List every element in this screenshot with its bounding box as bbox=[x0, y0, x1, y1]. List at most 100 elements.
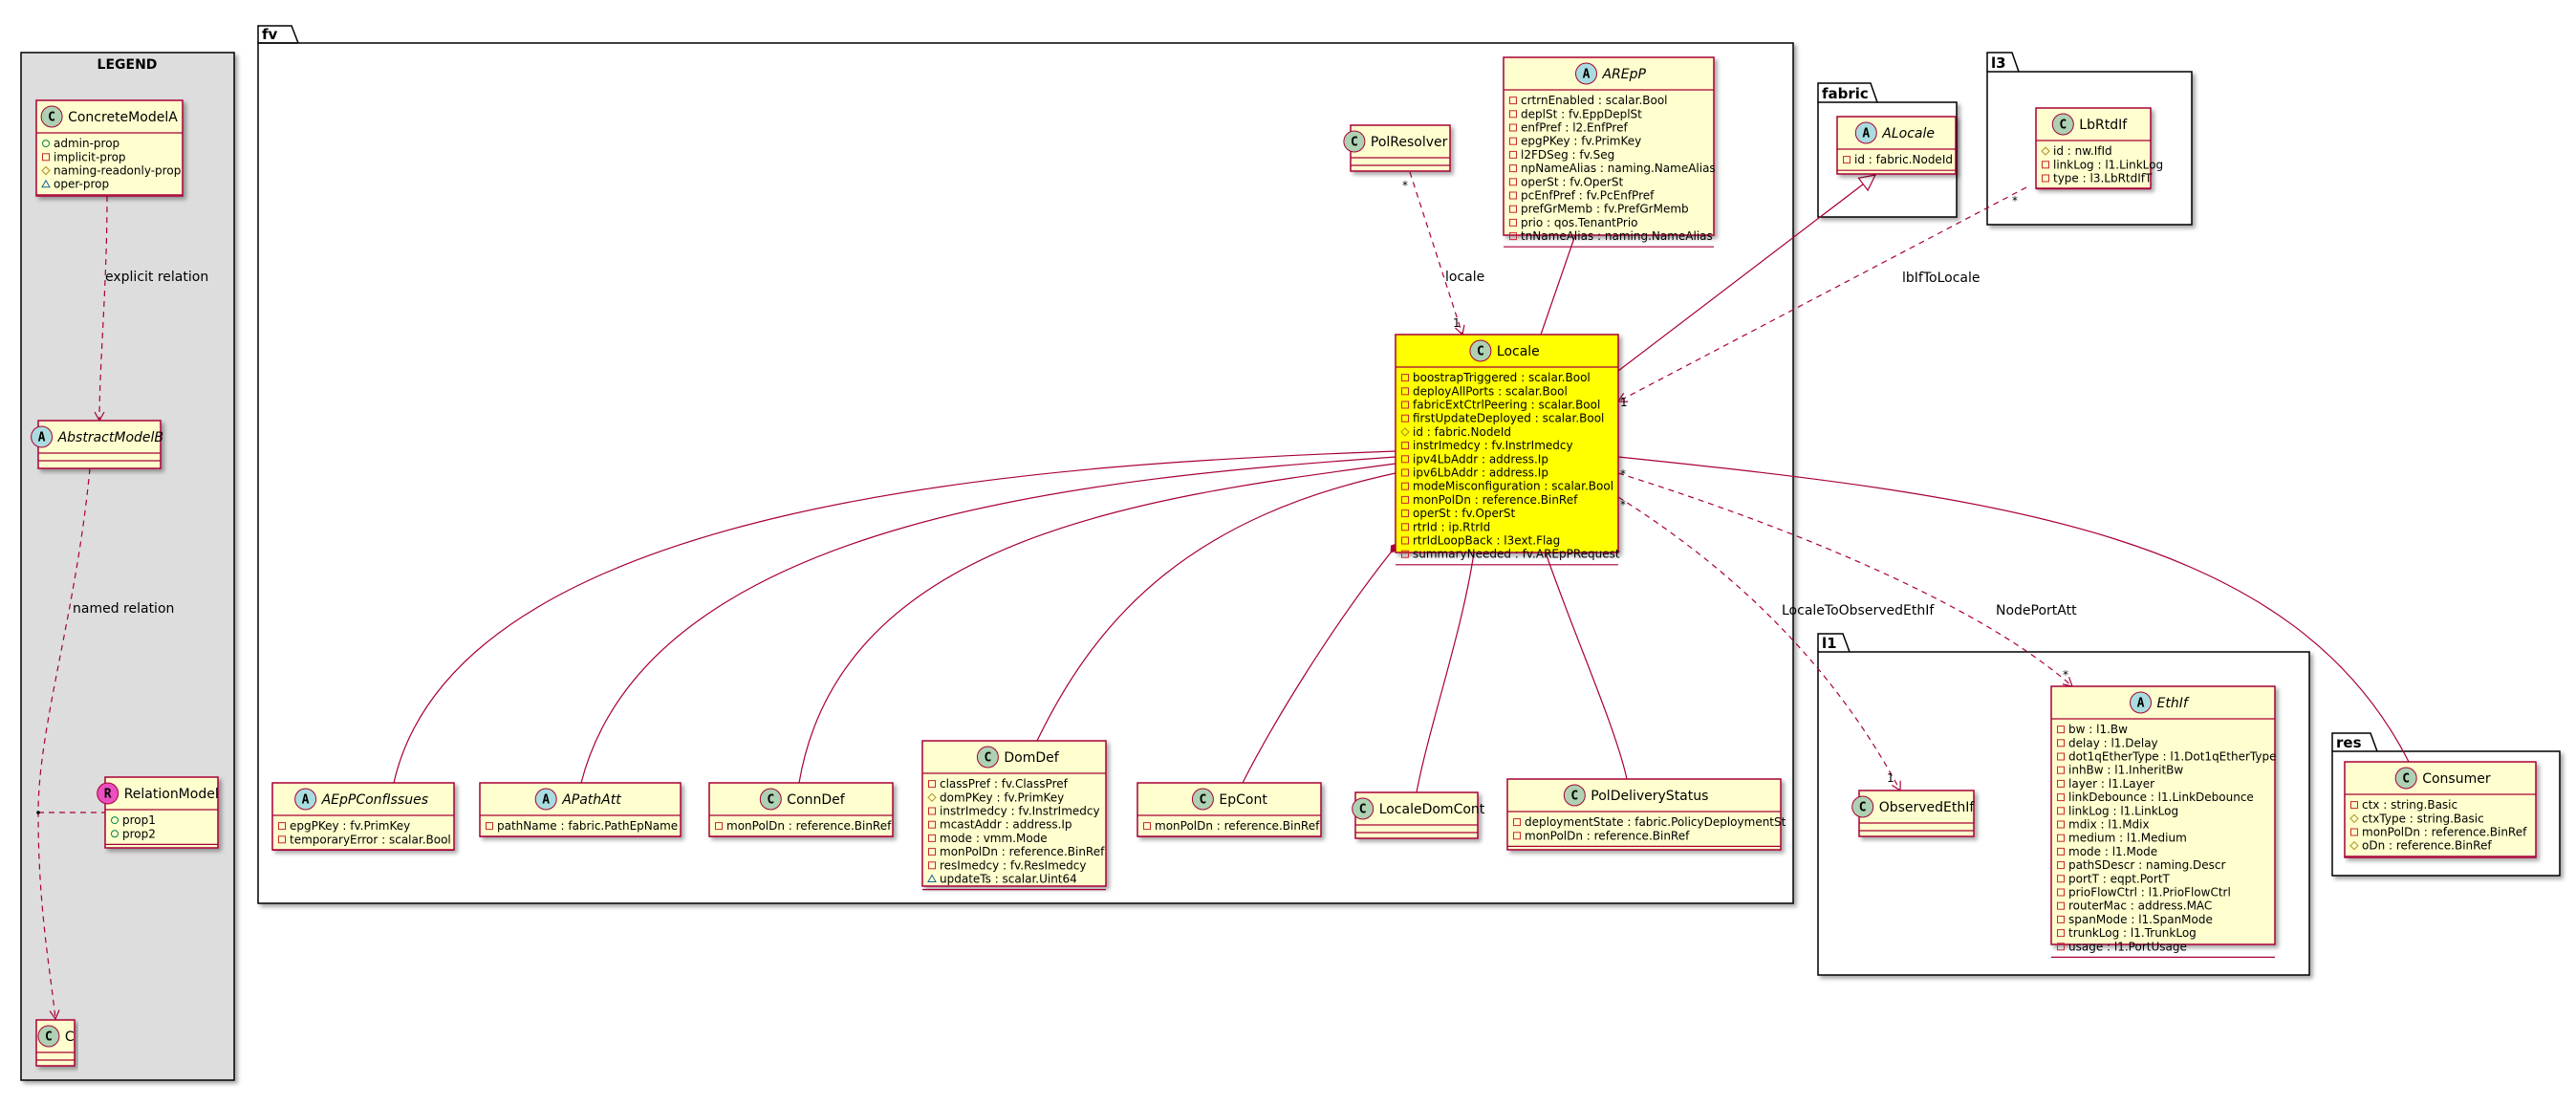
composition-arepp-locale bbox=[1540, 223, 1582, 336]
stereotype-a-icon: A bbox=[294, 788, 317, 811]
legend-explicit-label: explicit relation bbox=[105, 270, 208, 285]
class-attribute: classPref : fv.ClassPref bbox=[940, 777, 1069, 791]
label-lbiftolocale: lbIfToLocale bbox=[1902, 271, 1980, 286]
class-attribute: ipv6LbAddr : address.Ip bbox=[1413, 466, 1548, 480]
class-attribute: delay : l1.Delay bbox=[2068, 736, 2158, 749]
package-l1-name: l1 bbox=[1822, 635, 1837, 652]
mult-localetoobservedethif-src: * bbox=[1620, 498, 1626, 511]
class-attribute: linkLog : l1.LinkLog bbox=[2068, 804, 2178, 817]
class-attribute: operSt : fv.OperSt bbox=[1413, 507, 1515, 520]
mult-locale-dst: 1 bbox=[1453, 316, 1461, 330]
svg-text:R: R bbox=[104, 788, 112, 802]
class-attribute: inhBw : l1.InheritBw bbox=[2068, 764, 2183, 777]
class-attribute: npNameAlias : naming.NameAlias bbox=[1521, 162, 1716, 175]
class-attribute: monPolDn : reference.BinRef bbox=[2362, 826, 2527, 839]
stereotype-c-icon: C bbox=[1191, 788, 1214, 811]
relation-lbrtdif-locale bbox=[1616, 186, 2027, 402]
composition-locale-apathatt bbox=[580, 451, 1408, 784]
class-attribute: deploymentState : fabric.PolicyDeploymen… bbox=[1525, 815, 1786, 829]
class-attribute: spanMode : l1.SpanMode bbox=[2068, 913, 2213, 926]
svg-text:C: C bbox=[1351, 136, 1358, 150]
svg-text:A: A bbox=[1862, 127, 1870, 141]
label-localetoobservedethif: LocaleToObservedEthIf bbox=[1782, 603, 1935, 618]
class-attribute: instrImedcy : fv.InstrImedcy bbox=[940, 805, 1100, 818]
class-attribute: deployAllPorts : scalar.Bool bbox=[1413, 384, 1568, 398]
composition-locale-poldeliverystatus bbox=[1539, 540, 1628, 780]
package-res-name: res bbox=[2336, 734, 2362, 751]
stereotype-a-icon: A bbox=[534, 788, 557, 811]
class-attribute: ctx : string.Basic bbox=[2362, 798, 2457, 812]
stereotype-a-icon: A bbox=[2130, 691, 2152, 714]
class-attribute: bw : l1.Bw bbox=[2068, 723, 2128, 736]
class-attribute: monPolDn : reference.BinRef bbox=[940, 845, 1105, 858]
composition-locale-aeppconfissues bbox=[393, 446, 1408, 784]
class-attribute: operSt : fv.OperSt bbox=[1521, 175, 1623, 188]
svg-text:C: C bbox=[984, 751, 991, 766]
class-attribute: epgPKey : fv.PrimKey bbox=[290, 819, 410, 833]
class-pol-delivery-status[interactable]: C PolDeliveryStatus deploymentState : fabr… bbox=[1506, 778, 1786, 851]
class-attribute: pcEnfPref : fv.PcEnfPref bbox=[1521, 189, 1655, 203]
class-attribute: pathName : fabric.PathEpName bbox=[497, 819, 678, 833]
class-name: PolDeliveryStatus bbox=[1591, 789, 1708, 804]
stereotype-c-icon: C bbox=[976, 746, 999, 769]
class-attribute: deplSt : fv.EppDeplSt bbox=[1521, 107, 1642, 120]
stereotype-c-icon: C bbox=[1563, 784, 1586, 807]
svg-text:C: C bbox=[48, 111, 55, 125]
class-attribute: rtrIdLoopBack : l3ext.Flag bbox=[1413, 534, 1560, 548]
class-attribute: routerMac : address.MAC bbox=[2068, 899, 2212, 913]
class-attribute: mode : vmm.Mode bbox=[940, 832, 1048, 845]
class-name: LbRtdIf bbox=[2079, 118, 2128, 133]
svg-text:A: A bbox=[2137, 697, 2145, 711]
class-attribute: tnNameAlias : naming.NameAlias bbox=[1521, 229, 1713, 243]
svg-text:C: C bbox=[2059, 119, 2067, 133]
class-attribute: usage : l1.PortUsage bbox=[2068, 940, 2187, 953]
class-attribute: prefGrMemb : fv.PrefGrMemb bbox=[1521, 203, 1689, 216]
svg-text:C: C bbox=[1859, 801, 1867, 815]
class-attribute: enfPref : l2.EnfPref bbox=[1521, 121, 1628, 135]
class-name: ConcreteModelA bbox=[68, 110, 178, 125]
class-attribute: portT : eqpt.PortT bbox=[2068, 872, 2171, 885]
legend-frame bbox=[20, 52, 235, 1081]
class-attribute: crtrnEnabled : scalar.Bool bbox=[1521, 94, 1668, 107]
class-attribute: oDn : reference.BinRef bbox=[2362, 839, 2492, 853]
svg-text:C: C bbox=[1199, 793, 1206, 808]
class-attribute: ctxType : string.Basic bbox=[2362, 812, 2484, 825]
class-attribute: monPolDn : reference.BinRef bbox=[726, 819, 892, 833]
class-attribute: monPolDn : reference.BinRef bbox=[1155, 819, 1320, 833]
stereotype-a-icon: A bbox=[31, 425, 54, 448]
label-nodeportatt: NodePortAtt bbox=[1996, 603, 2077, 618]
class-attribute: prop1 bbox=[122, 813, 156, 827]
class-name: AbstractModelB bbox=[57, 430, 163, 445]
class-attribute: firstUpdateDeployed : scalar.Bool bbox=[1413, 412, 1604, 425]
class-attribute: updateTs : scalar.Uint64 bbox=[940, 873, 1077, 886]
class-attribute: mode : l1.Mode bbox=[2068, 845, 2157, 858]
class-attribute: epgPKey : fv.PrimKey bbox=[1521, 135, 1641, 148]
class-name: APathAtt bbox=[561, 792, 621, 808]
class-attribute: layer : l1.Layer bbox=[2068, 777, 2154, 791]
composition-locale-localedomcont bbox=[1416, 540, 1480, 793]
stereotype-c-icon: C bbox=[1851, 795, 1874, 818]
svg-text:C: C bbox=[1359, 803, 1367, 817]
class-attribute: prioFlowCtrl : l1.PrioFlowCtrl bbox=[2068, 886, 2231, 899]
stereotype-c-icon: C bbox=[40, 105, 63, 128]
class-name: ConnDef bbox=[787, 792, 845, 808]
